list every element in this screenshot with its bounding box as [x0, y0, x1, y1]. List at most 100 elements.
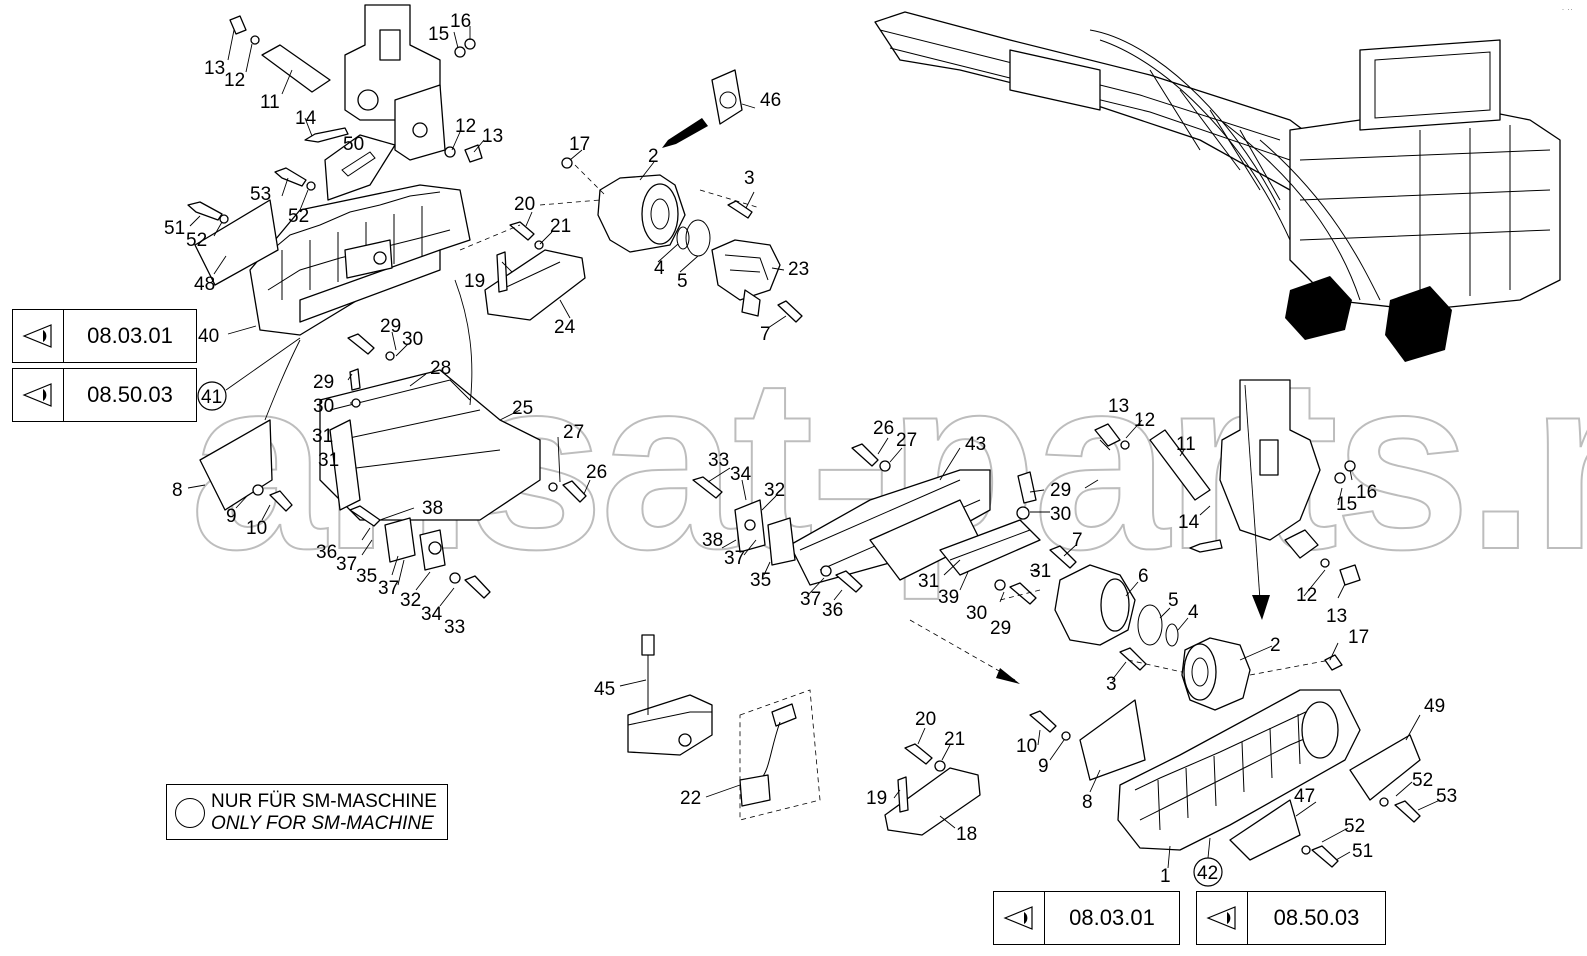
callout-11: 11: [1176, 434, 1196, 455]
callout-52: 52: [1344, 816, 1365, 837]
callout-37: 37: [378, 578, 399, 599]
callout-48: 48: [194, 274, 215, 295]
reference-box-08-03-01-right[interactable]: 08.03.01: [993, 891, 1180, 945]
callout-52: 52: [186, 230, 207, 251]
callout-49: 49: [1424, 696, 1445, 717]
callout-40: 40: [198, 326, 219, 347]
callout-2: 2: [648, 146, 659, 167]
callout-15: 15: [1336, 494, 1357, 515]
callout-29: 29: [313, 372, 334, 393]
callout-13: 13: [204, 58, 225, 79]
legend-circle-icon: [175, 798, 205, 828]
callout-21: 21: [944, 729, 965, 750]
circled-callout-41: 41: [197, 381, 227, 411]
callout-32: 32: [400, 590, 421, 611]
callout-52: 52: [1412, 770, 1433, 791]
callout-33: 33: [708, 450, 729, 471]
callout-51: 51: [1352, 841, 1373, 862]
callout-5: 5: [677, 271, 688, 292]
reference-code: 08.50.03: [87, 382, 173, 407]
corner-mark: · ··: [1561, 4, 1574, 14]
reference-code: 08.50.03: [1273, 905, 1360, 930]
callout-30: 30: [402, 329, 423, 350]
callout-12: 12: [224, 70, 245, 91]
callout-4: 4: [1188, 602, 1199, 623]
callout-7: 7: [1072, 530, 1083, 551]
callout-34: 34: [730, 464, 752, 485]
callout-19: 19: [464, 271, 485, 292]
reference-box-08-50-03-left[interactable]: 08.50.03: [12, 368, 197, 422]
svg-text:42: 42: [1197, 863, 1218, 884]
callout-50: 50: [343, 134, 364, 155]
callout-31: 31: [312, 426, 333, 447]
callout-37: 37: [800, 589, 821, 610]
callout-7: 7: [760, 324, 771, 345]
callout-29: 29: [380, 316, 401, 337]
callout-37: 37: [336, 554, 357, 575]
reference-box-08-03-01-left[interactable]: 08.03.01: [12, 309, 197, 363]
reference-box-08-50-03-right[interactable]: 08.50.03: [1196, 891, 1386, 945]
callout-3: 3: [1106, 674, 1117, 695]
callout-26: 26: [873, 418, 894, 439]
callout-45: 45: [594, 679, 615, 700]
callout-19: 19: [866, 788, 887, 809]
callout-39: 39: [938, 587, 959, 608]
callout-24: 24: [554, 317, 576, 338]
callout-20: 20: [915, 709, 936, 730]
callout-20: 20: [514, 194, 535, 215]
callout-30: 30: [966, 603, 987, 624]
callout-33: 33: [444, 617, 465, 638]
machine-overview-drawing: [874, 11, 1561, 362]
callout-36: 36: [822, 600, 843, 621]
callout-28: 28: [430, 358, 451, 379]
callout-37: 37: [724, 548, 745, 569]
callout-12: 12: [1296, 585, 1317, 606]
callout-14: 14: [295, 108, 317, 129]
callout-4: 4: [654, 258, 665, 279]
callout-16: 16: [1356, 482, 1377, 503]
sm-machine-note: NUR FÜR SM-MASCHINE ONLY FOR SM-MACHINE: [166, 784, 448, 840]
callout-2: 2: [1270, 635, 1281, 656]
callout-numbers: 13 12 11 15 16 14 50 12 13 53 52 51 52 4…: [164, 11, 1457, 887]
callout-25: 25: [512, 398, 533, 419]
callout-17: 17: [569, 134, 590, 155]
callout-21: 21: [550, 216, 571, 237]
callout-9: 9: [226, 506, 237, 527]
callout-38: 38: [702, 530, 723, 551]
callout-27: 27: [563, 422, 584, 443]
callout-14: 14: [1178, 512, 1200, 533]
callout-22: 22: [680, 788, 701, 809]
callout-51: 51: [164, 218, 185, 239]
callout-5: 5: [1168, 590, 1179, 611]
left-track-assembly: [187, 4, 803, 599]
callout-43: 43: [965, 434, 986, 455]
callout-11: 11: [260, 92, 280, 113]
eye-icon: [13, 310, 64, 362]
circled-callout-42: 42: [1193, 857, 1223, 887]
callout-17: 17: [1348, 627, 1369, 648]
callout-18: 18: [956, 824, 977, 845]
callout-27: 27: [896, 430, 917, 451]
callout-1: 1: [1160, 866, 1171, 887]
callout-53: 53: [250, 184, 271, 205]
callout-53: 53: [1436, 786, 1457, 807]
note-text-en: ONLY FOR SM-MACHINE: [211, 813, 434, 834]
eye-icon: [1197, 892, 1248, 944]
callout-35: 35: [750, 570, 771, 591]
callout-31: 31: [318, 450, 339, 471]
callout-12: 12: [455, 116, 476, 137]
callout-16: 16: [450, 11, 471, 32]
callout-35: 35: [356, 566, 377, 587]
right-track-assembly: [459, 164, 1421, 868]
callout-38: 38: [422, 498, 443, 519]
callout-10: 10: [1016, 736, 1037, 757]
callout-3: 3: [744, 168, 755, 189]
callout-46: 46: [760, 90, 781, 111]
callout-8: 8: [172, 480, 183, 501]
callout-32: 32: [764, 480, 785, 501]
callout-52: 52: [288, 206, 309, 227]
callout-13: 13: [482, 126, 503, 147]
callout-10: 10: [246, 518, 267, 539]
leader-41: [225, 337, 301, 391]
